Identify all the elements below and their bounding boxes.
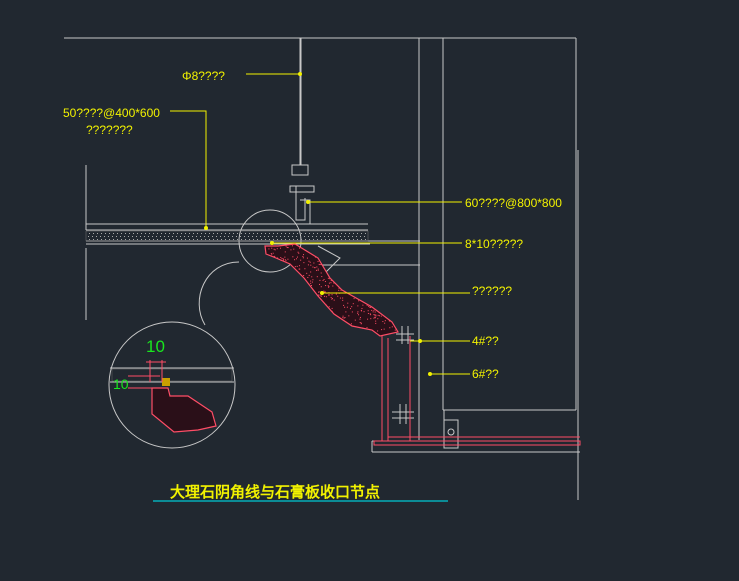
label-keel-2: ??????? — [86, 123, 133, 137]
leader-dots — [204, 72, 432, 376]
leader-lines — [170, 73, 470, 375]
label-marble: ?????? — [472, 284, 512, 298]
label-wood-strip: 8*10????? — [465, 237, 523, 251]
marble-speckle — [268, 245, 397, 337]
board-hatch — [85, 230, 369, 242]
marble-moulding — [264, 243, 399, 337]
detail-dim-side: 10 — [113, 376, 129, 392]
drawing-title: 大理石阴角线与石膏板收口节点 — [170, 483, 380, 501]
label-keel: 50????@400*600 — [63, 106, 160, 120]
detail-dim-top: 10 — [146, 337, 165, 356]
label-angle-4: 4#?? — [472, 334, 499, 348]
label-angle-6: 6#?? — [472, 367, 499, 381]
detail-view: 10 10 — [110, 337, 234, 433]
label-hanger-rod: Φ8???? — [182, 69, 225, 83]
label-main-keel: 60????@800*800 — [465, 196, 562, 210]
support-frame — [373, 336, 581, 446]
